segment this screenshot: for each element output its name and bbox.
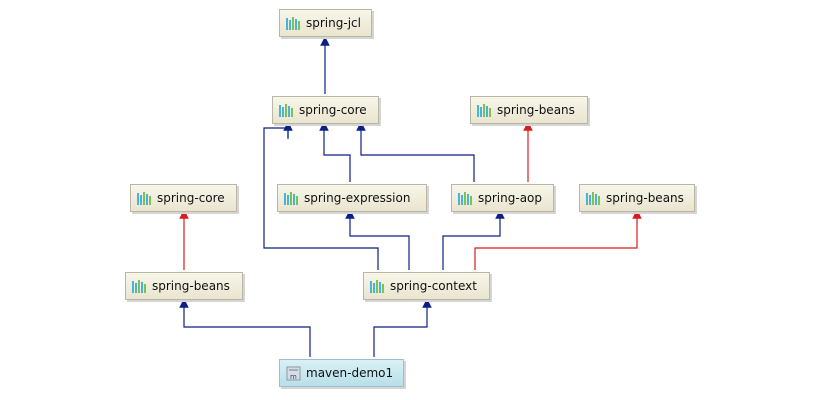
node-maven-demo1[interactable]: m maven-demo1	[279, 359, 404, 387]
library-icon	[477, 103, 491, 117]
node-label: spring-jcl	[306, 16, 361, 30]
edge-maven-demo1-to-spring-beans	[179, 298, 311, 357]
library-icon	[284, 191, 298, 205]
node-label: spring-beans	[497, 103, 575, 117]
edge-maven-demo1-to-spring-context	[373, 298, 432, 357]
node-label: spring-context	[390, 279, 477, 293]
library-icon	[370, 279, 384, 293]
library-icon	[279, 103, 293, 117]
edge-spring-context-to-spring-aop	[442, 209, 505, 270]
library-icon	[132, 279, 146, 293]
library-icon	[137, 191, 151, 205]
node-spring-expression[interactable]: spring-expression	[277, 184, 427, 212]
node-spring-beans-right[interactable]: spring-beans	[579, 184, 695, 212]
node-label: spring-core	[299, 103, 367, 117]
edge-spring-context-to-spring-beans-conflict	[474, 209, 642, 270]
node-label: spring-beans	[152, 279, 230, 293]
root-label: maven-demo1	[306, 366, 394, 380]
node-label: spring-expression	[304, 191, 411, 205]
node-label: spring-core	[157, 191, 225, 205]
library-icon	[286, 16, 300, 30]
node-label: spring-aop	[478, 191, 543, 205]
node-label: spring-beans	[606, 191, 684, 205]
node-spring-context[interactable]: spring-context	[363, 272, 490, 300]
node-spring-jcl[interactable]: spring-jcl	[279, 9, 372, 37]
maven-module-icon: m	[286, 366, 301, 381]
edge-spring-context-to-spring-expression	[345, 209, 410, 270]
node-spring-aop[interactable]: spring-aop	[451, 184, 554, 212]
library-icon	[458, 191, 472, 205]
node-spring-core-top[interactable]: spring-core	[272, 96, 379, 124]
node-spring-beans-top[interactable]: spring-beans	[470, 96, 588, 124]
library-icon	[586, 191, 600, 205]
edge-spring-expression-to-spring-core	[319, 121, 351, 182]
node-spring-core-left[interactable]: spring-core	[130, 184, 237, 212]
edge-spring-aop-to-spring-core	[356, 121, 475, 182]
node-spring-beans-left[interactable]: spring-beans	[125, 272, 243, 300]
svg-text:m: m	[290, 373, 297, 381]
